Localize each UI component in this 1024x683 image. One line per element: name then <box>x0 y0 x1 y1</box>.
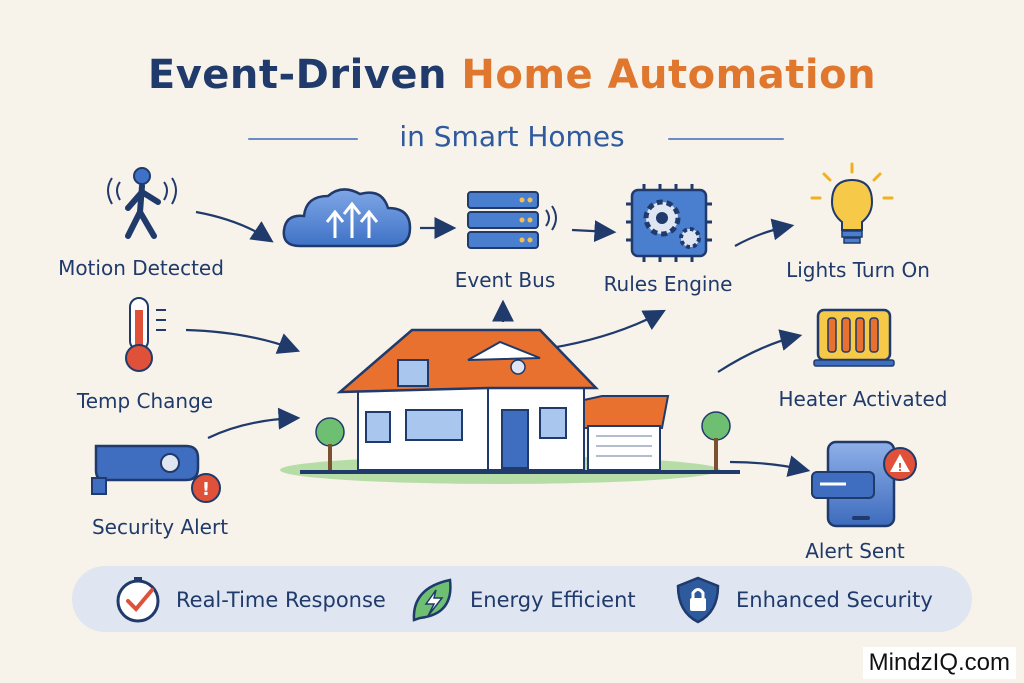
watermark: MindzIQ.com <box>862 647 1016 679</box>
security-camera-alert-icon: ! <box>91 444 221 503</box>
arrow-motion-to-cloud <box>195 210 274 243</box>
house-illustration <box>280 328 740 484</box>
server-rack-icon <box>467 191 557 249</box>
action-label-lights: Lights Turn On <box>786 258 930 282</box>
subtitle: in Smart Homes <box>399 120 625 153</box>
features-banner: Real-Time Response Energy Efficient Enha… <box>72 566 972 632</box>
clock-check-icon <box>116 577 160 623</box>
action-label-heater: Heater Activated <box>778 387 948 411</box>
arrow-temp-to-house <box>185 328 301 354</box>
thermometer-icon <box>125 297 166 372</box>
svg-text:!: ! <box>202 479 210 500</box>
action-label-alert: Alert Sent <box>805 539 905 563</box>
feature-label-energy: Energy Efficient <box>470 588 636 612</box>
arrow-rules-to-lights <box>734 218 795 247</box>
feature-label-real-time: Real-Time Response <box>176 588 386 612</box>
feature-label-security: Enhanced Security <box>736 588 933 612</box>
feature-security: Enhanced Security <box>672 574 933 626</box>
trigger-label-security: Security Alert <box>91 515 229 539</box>
subtitle-rule-right <box>668 138 784 140</box>
pipeline-label-rules-engine: Rules Engine <box>603 272 733 296</box>
title-part-2: Home Automation <box>461 52 877 98</box>
heater-icon <box>813 308 895 367</box>
arrow-house-to-alert <box>729 455 811 477</box>
title-part-1: Event-Driven <box>147 52 447 98</box>
gear-chip-icon <box>626 184 712 262</box>
trigger-label-motion: Motion Detected <box>58 256 224 280</box>
arrow-bus-to-rules <box>571 220 617 243</box>
trigger-label-temp: Temp Change <box>76 389 214 413</box>
motion-sensor-person-icon <box>107 167 177 239</box>
feature-energy: Energy Efficient <box>406 574 636 626</box>
connector-arrows <box>185 210 811 477</box>
cloud-upload-icon <box>282 188 412 248</box>
arrow-house-to-heater <box>717 329 803 373</box>
shield-lock-icon <box>676 576 720 624</box>
lightbulb-icon <box>810 162 894 244</box>
page-title: Event-Driven Home Automation <box>0 52 1024 98</box>
subtitle-rule-left <box>248 138 358 140</box>
arrow-security-to-house <box>207 407 301 439</box>
svg-text:!: ! <box>897 461 902 474</box>
pipeline-label-event-bus: Event Bus <box>454 268 556 292</box>
feature-real-time: Real-Time Response <box>112 574 386 626</box>
arrow-house-to-rules <box>537 309 666 352</box>
leaf-bolt-icon <box>412 578 452 622</box>
phone-alert-icon: ! <box>811 440 917 528</box>
